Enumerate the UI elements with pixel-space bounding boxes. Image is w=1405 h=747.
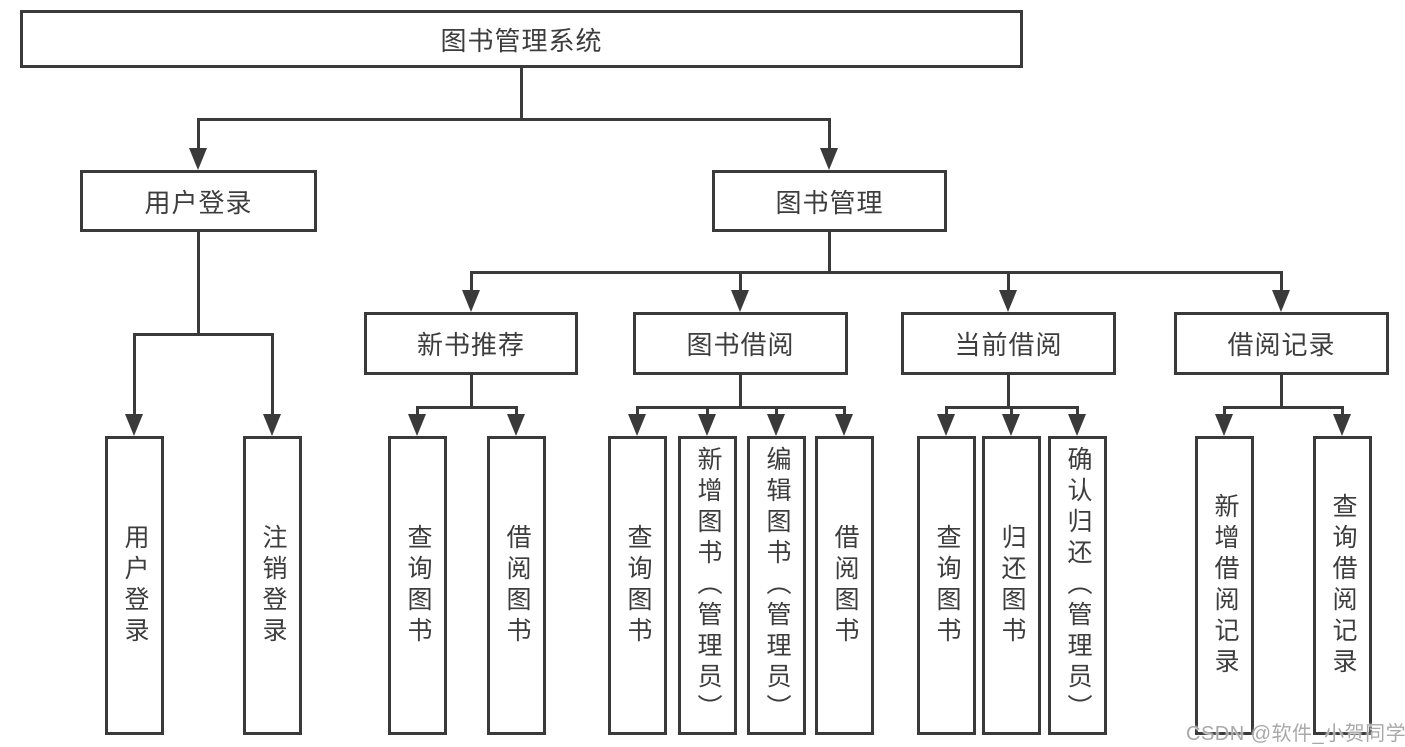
connector-arrow bbox=[731, 290, 749, 312]
leaf-edit-book-admin-label: 编辑图书（管理员） bbox=[763, 446, 791, 725]
leaf-add-borrow-record-label: 新增借阅记录 bbox=[1211, 492, 1239, 679]
leaf-query-books-current: 查询图书 bbox=[917, 436, 976, 735]
node-book-management-label: 图书管理 bbox=[775, 187, 884, 218]
leaf-add-borrow-record: 新增借阅记录 bbox=[1195, 436, 1254, 735]
connector-line bbox=[133, 333, 274, 336]
leaf-edit-book-admin: 编辑图书（管理员） bbox=[747, 436, 806, 735]
node-new-book-recommend: 新书推荐 bbox=[364, 312, 578, 375]
connector-arrow bbox=[835, 414, 853, 436]
connector-line bbox=[520, 68, 523, 121]
connector-line bbox=[515, 406, 518, 416]
watermark: CSDN @软件_小贺同学 bbox=[1186, 723, 1405, 745]
node-user-login-label: 用户登录 bbox=[144, 187, 253, 218]
leaf-confirm-return-admin-label: 确认归还（管理员） bbox=[1064, 446, 1092, 725]
node-book-borrow-label: 图书借阅 bbox=[686, 330, 795, 360]
connector-arrow bbox=[1215, 414, 1233, 436]
connector-line bbox=[1007, 271, 1010, 291]
connector-line bbox=[470, 271, 1283, 274]
connector-line bbox=[775, 406, 778, 416]
connector-line bbox=[739, 375, 742, 408]
leaf-borrow-books-label: 借阅图书 bbox=[831, 523, 859, 648]
leaf-return-book: 归还图书 bbox=[982, 436, 1041, 735]
connector-line bbox=[828, 232, 831, 273]
connector-line bbox=[706, 406, 709, 416]
connector-line bbox=[1076, 406, 1079, 416]
connector-arrow bbox=[698, 414, 716, 436]
leaf-add-book-admin-label: 新增图书（管理员） bbox=[694, 446, 722, 725]
node-borrow-records-label: 借阅记录 bbox=[1227, 330, 1336, 360]
leaf-user-login-label: 用户登录 bbox=[121, 523, 149, 648]
connector-line bbox=[197, 118, 831, 121]
connector-line bbox=[416, 406, 518, 409]
leaf-query-books-borrow-label: 查询图书 bbox=[624, 523, 652, 648]
connector-line bbox=[739, 271, 742, 291]
leaf-query-books-recommend: 查询图书 bbox=[388, 436, 447, 735]
connector-arrow bbox=[189, 148, 207, 170]
leaf-query-borrow-record-label: 查询借阅记录 bbox=[1329, 492, 1357, 679]
connector-arrow bbox=[462, 290, 480, 312]
connector-arrow bbox=[767, 414, 785, 436]
node-root-label: 图书管理系统 bbox=[440, 25, 603, 56]
connector-arrow bbox=[507, 414, 525, 436]
connector-line bbox=[416, 406, 419, 416]
leaf-confirm-return-admin: 确认归还（管理员） bbox=[1048, 436, 1107, 735]
connector-arrow bbox=[999, 290, 1017, 312]
connector-arrow bbox=[263, 414, 281, 436]
connector-line bbox=[470, 375, 473, 408]
connector-line bbox=[197, 232, 200, 336]
node-borrow-records: 借阅记录 bbox=[1174, 312, 1389, 375]
node-new-book-recommend-label: 新书推荐 bbox=[416, 330, 525, 360]
connector-arrow bbox=[628, 414, 646, 436]
node-book-borrow: 图书借阅 bbox=[633, 312, 848, 375]
leaf-add-book-admin: 新增图书（管理员） bbox=[678, 436, 737, 735]
leaf-return-book-label: 归还图书 bbox=[998, 523, 1026, 648]
connector-line bbox=[945, 406, 948, 416]
connector-line bbox=[1280, 271, 1283, 291]
leaf-query-books-borrow: 查询图书 bbox=[608, 436, 667, 735]
connector-line bbox=[1223, 406, 1344, 409]
node-user-login: 用户登录 bbox=[80, 170, 317, 232]
connector-arrow bbox=[1002, 414, 1020, 436]
leaf-query-books-current-label: 查询图书 bbox=[933, 523, 961, 648]
connector-line bbox=[828, 118, 831, 150]
connector-line bbox=[1341, 406, 1344, 416]
connector-arrow bbox=[937, 414, 955, 436]
connector-line bbox=[1010, 406, 1013, 416]
connector-line bbox=[1007, 375, 1010, 408]
connector-arrow bbox=[408, 414, 426, 436]
leaf-user-login: 用户登录 bbox=[105, 436, 164, 735]
connector-arrow bbox=[1333, 414, 1351, 436]
connector-line bbox=[636, 406, 639, 416]
leaf-query-borrow-record: 查询借阅记录 bbox=[1313, 436, 1372, 735]
connector-arrow bbox=[1068, 414, 1086, 436]
connector-line bbox=[1223, 406, 1226, 416]
leaf-logout-label: 注销登录 bbox=[259, 523, 287, 648]
leaf-logout: 注销登录 bbox=[243, 436, 302, 735]
connector-line bbox=[843, 406, 846, 416]
connector-line bbox=[470, 271, 473, 291]
connector-arrow bbox=[820, 148, 838, 170]
node-root: 图书管理系统 bbox=[20, 10, 1023, 68]
connector-line bbox=[197, 118, 200, 150]
leaf-borrow-books-recommend: 借阅图书 bbox=[487, 436, 546, 735]
leaf-borrow-books-recommend-label: 借阅图书 bbox=[503, 523, 531, 648]
connector-line bbox=[1280, 375, 1283, 408]
connector-line bbox=[133, 333, 136, 416]
leaf-query-books-recommend-label: 查询图书 bbox=[404, 523, 432, 648]
node-book-management: 图书管理 bbox=[712, 170, 947, 232]
leaf-borrow-books: 借阅图书 bbox=[815, 436, 874, 735]
node-current-borrow-label: 当前借阅 bbox=[954, 330, 1063, 360]
connector-arrow bbox=[125, 414, 143, 436]
connector-line bbox=[271, 333, 274, 416]
node-current-borrow: 当前借阅 bbox=[901, 312, 1116, 375]
connector-line bbox=[636, 406, 846, 409]
connector-arrow bbox=[1272, 290, 1290, 312]
